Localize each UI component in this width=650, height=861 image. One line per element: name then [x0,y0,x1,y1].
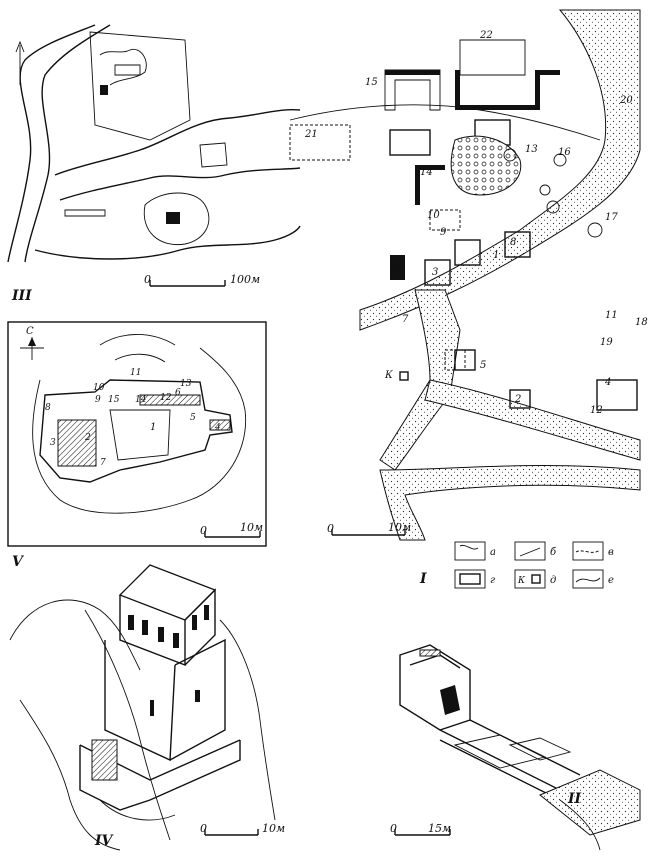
svg-text:16: 16 [558,147,571,158]
panel-i-settlement-plan: 1 2 3 4 5 6 7 8 9 10 11 12 13 14 15 16 1… [289,9,648,541]
svg-text:8: 8 [45,403,51,413]
panel-label-i: I [419,571,427,587]
svg-text:22: 22 [479,30,493,41]
svg-text:7: 7 [402,314,409,325]
svg-text:12: 12 [160,393,172,403]
svg-text:10: 10 [93,383,105,393]
scale-end-ii: 15м [428,822,451,835]
scale-zero-v: 0 [200,524,207,537]
svg-text:14: 14 [135,395,147,405]
svg-text:14: 14 [420,167,433,178]
scale-zero-ii: 0 [390,822,397,835]
scale-end-iv: 10м [262,822,285,835]
svg-text:3: 3 [50,438,56,448]
svg-text:2: 2 [514,394,521,405]
svg-text:17: 17 [605,212,618,223]
legend-k-letter: К [517,576,526,586]
svg-text:2: 2 [84,433,91,443]
svg-text:6: 6 [392,264,399,275]
legend-key-e: е [608,575,614,586]
scale-zero-iv: 0 [200,822,207,835]
compass-rose: С [20,326,44,360]
panel-label-ii: II [567,791,582,807]
svg-text:13: 13 [180,379,192,389]
svg-text:1: 1 [150,422,156,433]
scale-zero-iii: 0 [144,273,151,286]
panel-ii-axonometric: 0 15м II [390,644,641,851]
svg-text:8: 8 [510,237,516,248]
panel-label-iv: IV [94,833,115,849]
panel-v-frame [7,321,267,547]
svg-text:5: 5 [190,413,196,423]
svg-text:18: 18 [635,317,648,328]
scale-end-iii: 100м [230,273,260,286]
scale-zero-i: 0 [327,522,334,535]
svg-text:5: 5 [480,360,486,371]
panel-iv-fortress-view: 0 10м IV [9,564,285,851]
svg-text:10: 10 [427,210,440,221]
svg-text:4: 4 [214,423,221,433]
svg-text:6: 6 [175,388,181,398]
legend-key-a: а [490,547,496,558]
legend-key-b: б [550,547,557,558]
legend-key-v: в [608,547,614,558]
svg-text:19: 19 [600,337,613,348]
svg-text:7: 7 [100,458,106,468]
legend: а б в г К д е I [419,541,614,589]
svg-text:13: 13 [525,144,538,155]
compass-north-label: С [26,326,34,337]
panel-label-iii: III [11,288,32,304]
svg-text:9: 9 [440,227,447,238]
scale-end-v: 10м [240,521,263,534]
panel-iii-site-map: 0 100м III [7,24,301,304]
legend-key-d: д [550,575,556,586]
scale-end-i: 10м [388,521,411,534]
svg-text:1: 1 [493,250,499,261]
svg-text:15: 15 [365,77,378,88]
panel-label-v: V [12,554,25,570]
svg-text:9: 9 [95,395,101,405]
room-hatched-1 [57,419,97,467]
svg-text:20: 20 [619,95,633,106]
legend-key-g: г [490,575,495,586]
svg-text:11: 11 [605,310,618,321]
svg-text:4: 4 [604,377,611,388]
svg-text:3: 3 [432,267,438,278]
svg-text:11: 11 [130,368,141,378]
svg-text:21: 21 [304,129,318,140]
panel-v-fortress-plan: С 1 2 3 4 5 6 7 8 9 10 11 12 13 14 15 0 … [7,321,267,570]
svg-text:15: 15 [108,395,120,405]
svg-text:12: 12 [590,405,603,416]
marker-k-label: К [384,370,393,381]
